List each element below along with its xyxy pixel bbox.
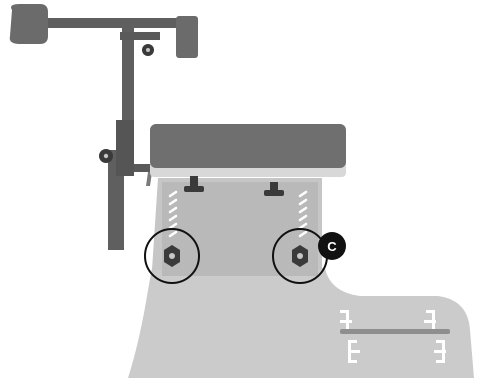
scale-slider-bar [340, 329, 450, 334]
top-knob-left [184, 176, 204, 192]
knob-icon [164, 245, 180, 267]
highlight-left [144, 228, 200, 284]
rail-bracket [146, 172, 152, 186]
highlight-right [272, 228, 328, 284]
slot-chevrons-right [298, 190, 308, 238]
base-body [128, 268, 474, 378]
rod-side-knob [99, 149, 113, 163]
slot-chevrons-left [168, 190, 178, 238]
callout-label: C [327, 239, 337, 254]
knob-icon [292, 245, 308, 267]
rod-clamp [116, 120, 134, 176]
t-junction-collar [120, 32, 160, 40]
t-handle-block-right [176, 16, 198, 58]
callout-badge: C [318, 232, 346, 260]
top-knob-right [264, 182, 284, 196]
t-handle-bar [40, 18, 192, 28]
t-junction-knob [142, 44, 154, 56]
top-pad [150, 124, 346, 168]
t-handle-grip-left [9, 4, 48, 44]
